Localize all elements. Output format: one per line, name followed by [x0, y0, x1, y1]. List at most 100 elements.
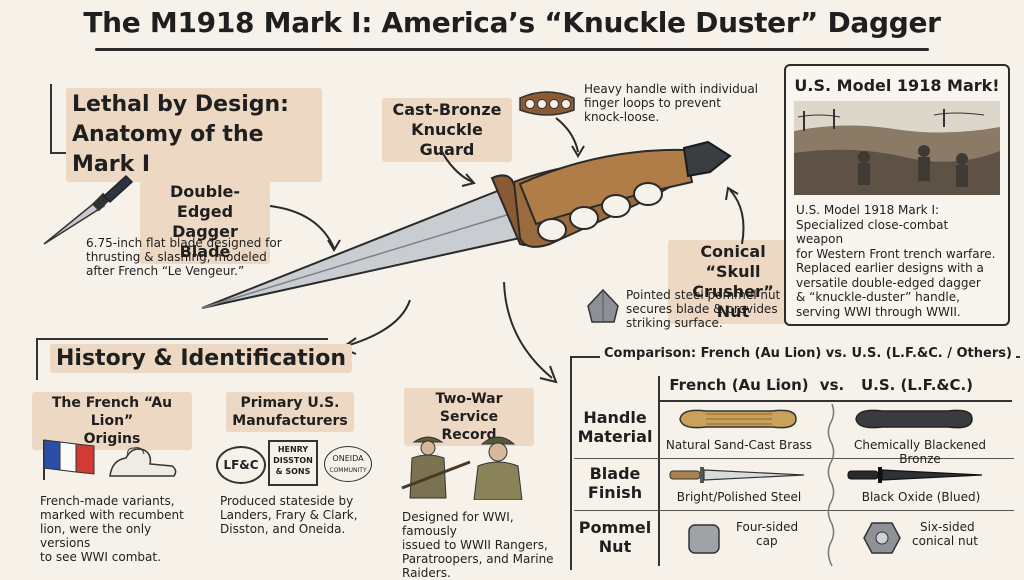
- brass-handle-icon: [679, 409, 797, 429]
- blued-blade-icon: [847, 467, 983, 483]
- handle-desc-line2: finger loops to prevent: [584, 96, 721, 110]
- model-desc-line4: Replaced earlier designs with a: [796, 261, 984, 275]
- label-column-rule: [658, 376, 660, 566]
- service-record-title: Two-War Service Record: [404, 388, 534, 446]
- row-rule-2: [574, 510, 1014, 511]
- row-blade-label: Blade Finish: [576, 464, 654, 502]
- service-desc-line2: issued to WWII Rangers,: [402, 538, 548, 552]
- row-blade-us: Black Oxide (Blued): [861, 490, 981, 504]
- manufacturers-title: Primary U.S. Manufacturers: [220, 392, 360, 432]
- oneida-logo-line1: ONEIDA: [332, 454, 364, 463]
- french-title-line2: Origins: [83, 431, 141, 447]
- guard-title: Cast-Bronze Knuckle Guard: [382, 98, 512, 162]
- blade-title-line1: Double-Edged: [169, 182, 241, 221]
- service-desc-line3: Paratroopers, and Marine: [402, 552, 554, 566]
- trench-illustration: [794, 101, 1000, 195]
- row-pommel-french-line2: cap: [756, 534, 778, 548]
- row-pommel-us: Six-sided conical nut: [912, 520, 1002, 548]
- model-panel-title: U.S. Model 1918 Mark!: [794, 76, 1000, 95]
- vs-divider: [827, 404, 835, 566]
- anatomy-heading: Lethal by Design: Anatomy of the Mark I: [50, 84, 322, 182]
- row-rule-1: [574, 458, 1014, 459]
- service-desc-line4: Raiders.: [402, 566, 451, 580]
- blade-desc-line3: after French “Le Vengeur.”: [86, 264, 245, 278]
- col-header-vs: vs.: [819, 376, 845, 394]
- row-handle-label-line1: Handle: [583, 408, 647, 427]
- row-blade-french: Bright/Polished Steel: [676, 490, 802, 504]
- row-pommel-french-line1: Four-sided: [736, 520, 799, 534]
- lfc-logo: LF&C: [216, 446, 266, 484]
- model-desc-line5: versatile double-edged dagger: [796, 275, 981, 290]
- blade-title-line2: Dagger Blade: [172, 222, 238, 261]
- row-pommel-label-line1: Pommel: [578, 518, 652, 537]
- nut-title-line2: Crusher” Nut: [692, 282, 774, 321]
- french-desc-line4: to see WWI combat.: [40, 550, 161, 564]
- history-heading: History & Identification: [50, 344, 352, 373]
- handle-desc-line3: knock-loose.: [584, 110, 660, 124]
- page-title: The M1918 Mark I: America’s “Knuckle Dus…: [83, 6, 941, 39]
- nut-desc-line1: Pointed steel pommel nut: [626, 288, 781, 302]
- disston-logo-line2: DISSTON: [273, 456, 313, 465]
- four-sided-cap-icon: [688, 524, 720, 554]
- nut-desc-line3: striking surface.: [626, 316, 723, 330]
- french-description: French-made variants, marked with recumb…: [40, 494, 200, 564]
- model-desc-line2: Specialized close-combat weapon: [796, 217, 949, 247]
- blade-description: 6.75-inch flat blade designed for thrust…: [86, 236, 286, 278]
- disston-logo: HENRY DISSTON & SONS: [268, 440, 318, 486]
- oneida-logo-line2: COMMUNITY: [329, 467, 367, 474]
- nut-title-line1: Conical “Skull: [700, 242, 766, 281]
- comparison-title: Comparison: French (Au Lion) vs. U.S. (L…: [600, 346, 1016, 361]
- soldiers-illustration: [401, 436, 523, 500]
- row-blade-label-line1: Blade: [589, 464, 641, 483]
- anatomy-heading-line1: Lethal by Design:: [72, 92, 289, 117]
- french-desc-line1: French-made variants,: [40, 494, 175, 508]
- service-title-line1: Two-War: [435, 391, 503, 407]
- row-handle-french: Natural Sand-Cast Brass: [665, 438, 813, 452]
- blade-desc-line2: thrusting & slashing, modeled: [86, 250, 267, 264]
- title-underline: [95, 48, 929, 51]
- header-rule: [658, 400, 1012, 402]
- row-pommel-label: Pommel Nut: [576, 518, 654, 556]
- row-pommel-us-line1: Six-sided: [920, 520, 975, 534]
- french-flag-icon: [43, 439, 95, 480]
- row-handle-label-line2: Material: [577, 427, 653, 446]
- makers-desc-line2: Landers, Frary & Clark,: [220, 508, 358, 522]
- disston-logo-line3: & SONS: [275, 467, 311, 476]
- manufacturers-description: Produced stateside by Landers, Frary & C…: [220, 494, 380, 536]
- french-origins-title: The French “Au Lion” Origins: [32, 392, 192, 450]
- french-title-line1: The French “Au Lion”: [51, 395, 173, 429]
- guard-title-line1: Cast-Bronze: [392, 100, 502, 119]
- blade-desc-line1: 6.75-inch flat blade designed for: [86, 236, 282, 250]
- six-sided-nut-icon: [863, 522, 901, 554]
- french-desc-line2: marked with recumbent: [40, 508, 184, 522]
- makers-desc-line3: Disston, and Oneida.: [220, 522, 346, 536]
- recumbent-lion-icon: [109, 447, 177, 477]
- nut-desc-line2: secures blade & provides: [626, 302, 778, 316]
- model-desc-line7: serving WWI through WWII.: [796, 304, 961, 319]
- handle-desc-line1: Heavy handle with individual: [584, 82, 758, 96]
- nut-title: Conical “Skull Crusher” Nut: [668, 240, 798, 324]
- model-1918-panel: U.S. Model 1918 Mark! U.S. Model 1918 Ma…: [784, 64, 1010, 326]
- row-handle-us: Chemically Blackened Bronze: [854, 438, 986, 466]
- service-desc-line1: Designed for WWI, famously: [402, 510, 514, 538]
- bronze-handle-icon: [855, 409, 973, 429]
- makers-desc-line1: Produced stateside by: [220, 494, 354, 508]
- model-desc-line3: for Western Front trench warfare.: [796, 246, 996, 261]
- model-desc-line1: U.S. Model 1918 Mark I:: [796, 203, 940, 217]
- nut-description: Pointed steel pommel nut secures blade &…: [626, 288, 786, 330]
- french-desc-line3: lion, were the only versions: [40, 522, 152, 550]
- oneida-logo: ONEIDA COMMUNITY: [324, 446, 372, 482]
- guard-title-line2: Knuckle Guard: [411, 120, 483, 159]
- model-panel-description: U.S. Model 1918 Mark I: Specialized clos…: [786, 195, 1008, 319]
- makers-title-line1: Primary U.S.: [240, 395, 340, 411]
- knuckle-guard-icon: [519, 91, 575, 116]
- mark-i-dagger-illustration: [201, 140, 732, 309]
- row-pommel-label-line2: Nut: [598, 537, 632, 556]
- col-header-french: French (Au Lion): [669, 376, 809, 394]
- makers-title-line2: Manufacturers: [232, 413, 348, 429]
- history-heading-frame: [36, 338, 328, 380]
- service-title-line2: Service Record: [439, 409, 499, 443]
- anatomy-heading-line2: Anatomy of the Mark I: [72, 122, 264, 177]
- row-handle-label: Handle Material: [576, 408, 654, 446]
